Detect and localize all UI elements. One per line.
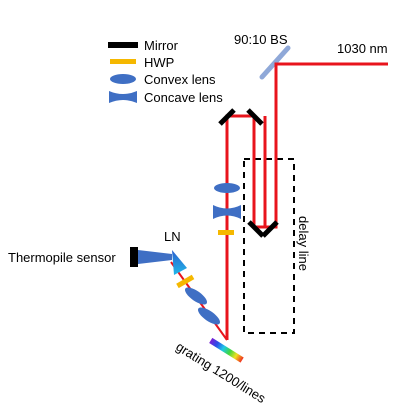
legend-hwp-label: HWP [144, 55, 174, 70]
beam-main [225, 62, 388, 340]
mirror-top-right [246, 108, 264, 126]
legend-mirror-label: Mirror [144, 38, 179, 53]
convex-lens-2 [197, 307, 221, 325]
legend-convex-lens-icon [110, 74, 136, 84]
concave-lens-1 [213, 205, 241, 219]
mirror-delay-bottom-left [247, 220, 265, 238]
mirror-delay-bottom-right [261, 220, 279, 238]
hwp-1 [218, 230, 234, 235]
mirror-top-left [218, 108, 236, 126]
ln-label: LN [164, 229, 181, 244]
legend-hwp-icon [110, 59, 136, 64]
legend-concave-lens-icon [109, 91, 137, 103]
ln-crystal [172, 250, 187, 275]
legend-concave-lens-label: Concave lens [144, 90, 223, 105]
thermopile-sensor-body [130, 247, 138, 267]
wavelength-label: 1030 nm [337, 41, 388, 56]
legend: Mirror HWP Convex lens Concave lens [108, 38, 223, 105]
legend-mirror-icon [108, 42, 138, 48]
thermopile-sensor-label: Thermopile sensor [8, 250, 116, 265]
legend-convex-lens-label: Convex lens [144, 72, 216, 87]
grating [209, 337, 244, 363]
convex-lens-1 [214, 183, 240, 193]
mirrors [218, 108, 279, 238]
delay-line-label: delay line [296, 216, 311, 271]
hwp-2 [176, 274, 195, 289]
thermopile-sensor-cone [138, 250, 172, 264]
convex-lens-3 [184, 287, 208, 305]
beamsplitter-label: 90:10 BS [234, 32, 288, 47]
delay-line-box [243, 158, 295, 334]
